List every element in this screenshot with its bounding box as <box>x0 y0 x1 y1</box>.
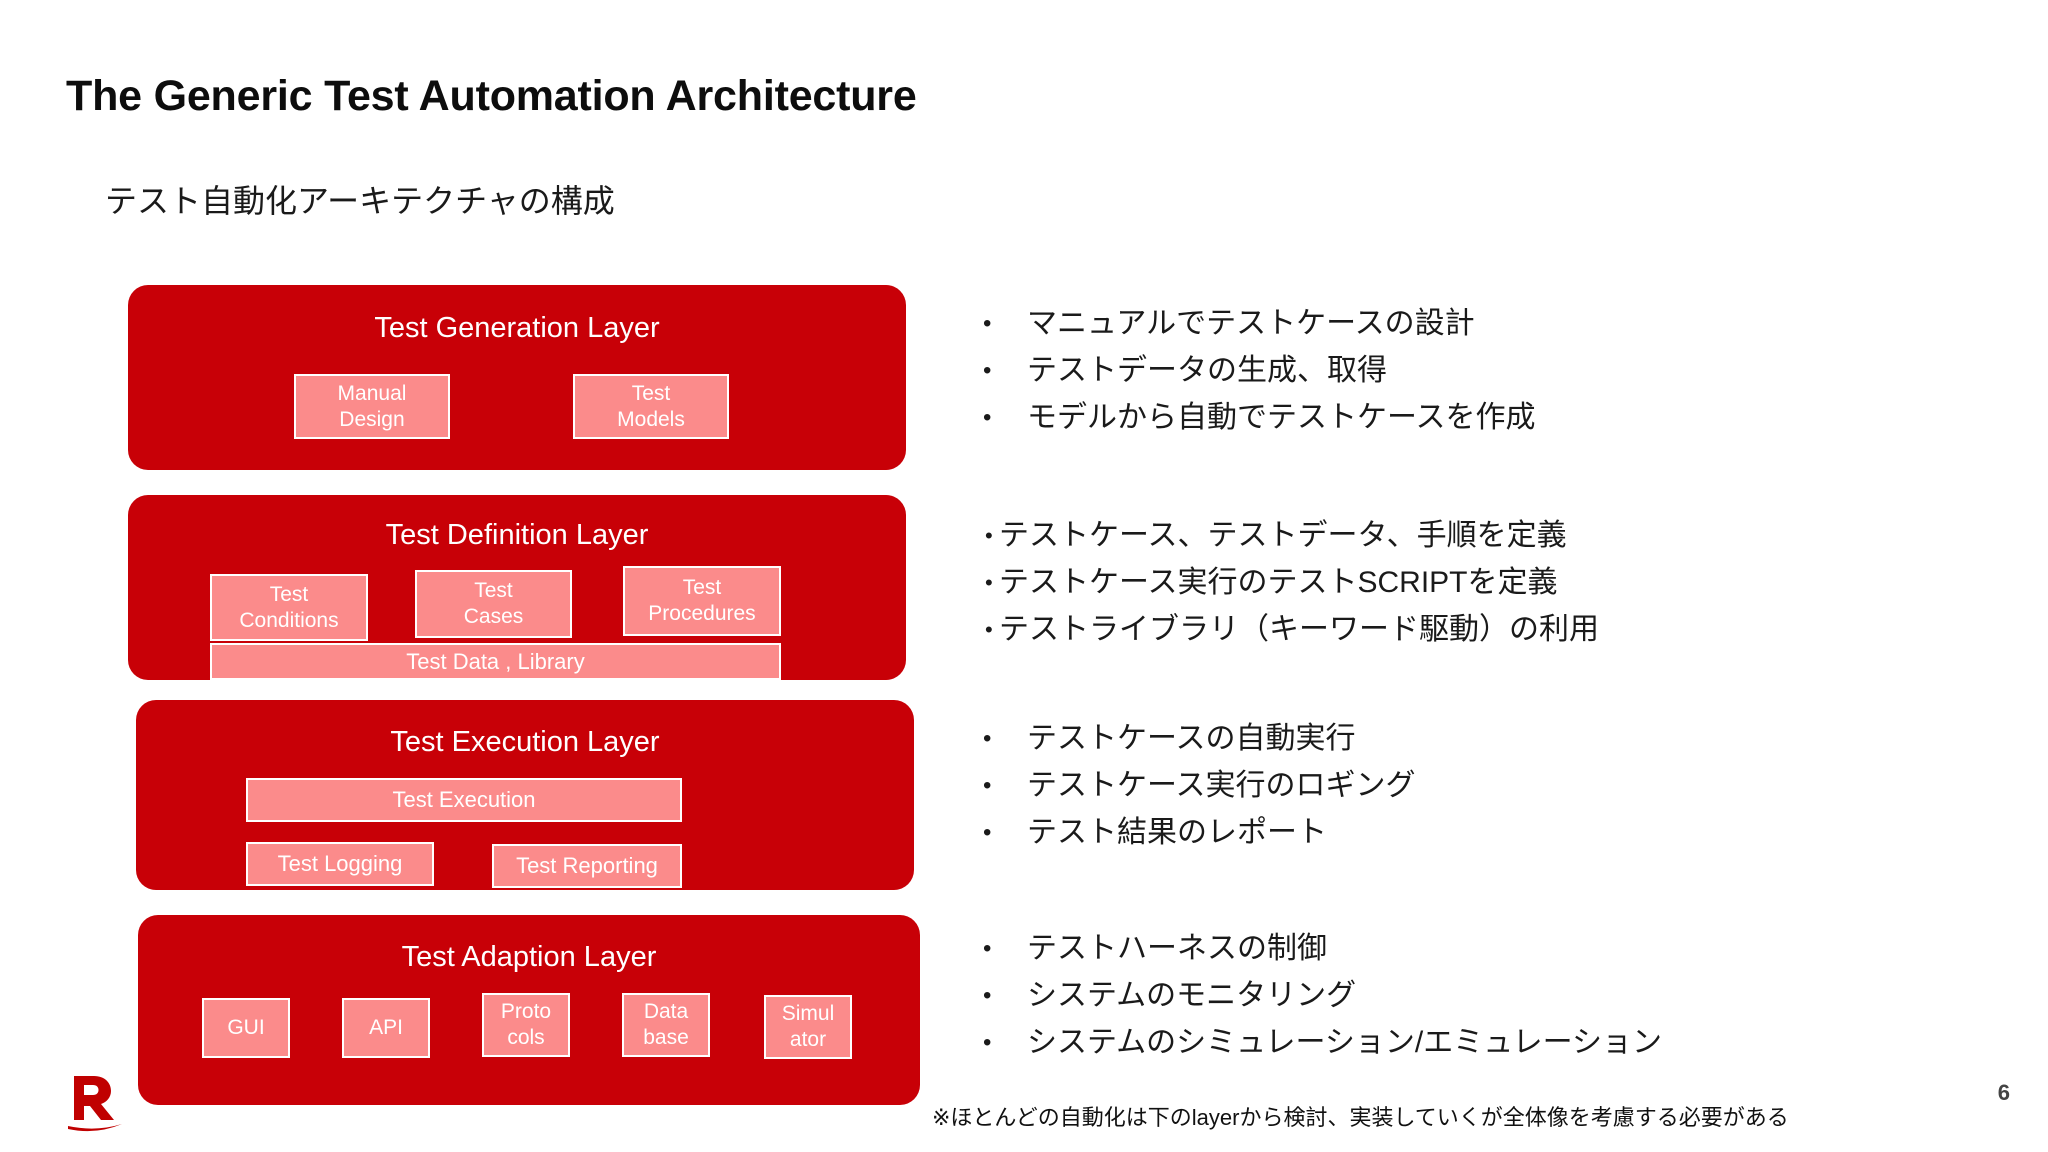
bullet-marker-icon: • <box>983 1029 992 1056</box>
layer-title: Test Adaption Layer <box>401 941 657 973</box>
subbox-manual-design: Manual Design <box>294 374 450 439</box>
footnote: ※ほとんどの自動化は下のlayerから検討、実装していくが全体像を考慮する必要が… <box>932 1105 1789 1130</box>
subbox-test-conditions: Test Conditions <box>210 574 368 641</box>
subbox-test-logging: Test Logging <box>246 842 434 886</box>
list-item: • テスト結果のレポート <box>983 809 1416 856</box>
list-item: • テストケース、テストデータ、手順を定義 <box>985 512 1599 559</box>
list-item: • テストライブラリ（キーワード駆動）の利用 <box>985 606 1599 653</box>
subbox-test-procedures: Test Procedures <box>623 566 781 636</box>
list-item: • モデルから自動でテストケースを作成 <box>983 394 1536 441</box>
bullet-group-definition: • テストケース、テストデータ、手順を定義 • テストケース実行のテストSCRI… <box>985 512 1599 653</box>
bullet-marker-icon: • <box>985 523 993 548</box>
list-item-label: テストケースの自動実行 <box>1027 722 1356 755</box>
page-subtitle: テスト自動化アーキテクチャの構成 <box>105 183 615 219</box>
layer-title: Test Generation Layer <box>374 312 660 344</box>
bullet-marker-icon: • <box>983 982 992 1009</box>
subbox-test-data-library: Test Data , Library <box>210 643 781 680</box>
list-item-label: システムのシミュレーション/エミュレーション <box>1027 1026 1663 1059</box>
rakuten-r-logo <box>68 1076 122 1132</box>
bullet-marker-icon: • <box>983 935 992 962</box>
list-item: • テストケースの自動実行 <box>983 715 1416 762</box>
bullet-marker-icon: • <box>983 310 992 337</box>
subbox-test-reporting: Test Reporting <box>492 844 682 888</box>
subbox-gui: GUI <box>202 998 290 1058</box>
layer-test-generation: Test Generation Layer Manual Design Test… <box>128 285 906 470</box>
list-item: • テストケース実行のテストSCRIPTを定義 <box>985 559 1599 606</box>
layer-title: Test Definition Layer <box>385 519 649 551</box>
bullet-marker-icon: • <box>983 404 992 431</box>
page-number: 6 <box>1997 1080 2010 1105</box>
bullet-marker-icon: • <box>983 819 992 846</box>
subbox-test-execution: Test Execution <box>246 778 682 822</box>
list-item-label: テスト結果のレポート <box>1027 816 1327 849</box>
bullet-group-execution: • テストケースの自動実行 • テストケース実行のロギング • テスト結果のレポ… <box>983 715 1416 856</box>
list-item-label: テストケース、テストデータ、手順を定義 <box>999 519 1567 552</box>
bullet-marker-icon: • <box>983 772 992 799</box>
list-item: • テストケース実行のロギング <box>983 762 1416 809</box>
list-item-label: テストケース実行のテストSCRIPTを定義 <box>999 566 1558 599</box>
bullet-group-generation: • マニュアルでテストケースの設計 • テストデータの生成、取得 • モデルから… <box>983 300 1536 441</box>
list-item: • マニュアルでテストケースの設計 <box>983 300 1536 347</box>
list-item-label: テストケース実行のロギング <box>1027 769 1416 802</box>
page-title: The Generic Test Automation Architecture <box>66 72 917 120</box>
list-item-label: モデルから自動でテストケースを作成 <box>1027 401 1536 434</box>
layer-test-definition: Test Definition Layer Test Conditions Te… <box>128 495 906 680</box>
subbox-simulator: Simul ator <box>764 995 852 1059</box>
subbox-protocols: Proto cols <box>482 993 570 1057</box>
list-item: • テストデータの生成、取得 <box>983 347 1536 394</box>
subbox-test-models: Test Models <box>573 374 729 439</box>
list-item-label: テストハーネスの制御 <box>1027 932 1327 965</box>
list-item: • システムのモニタリング <box>983 972 1662 1019</box>
list-item-label: テストデータの生成、取得 <box>1027 354 1387 387</box>
bullet-group-adaption: • テストハーネスの制御 • システムのモニタリング • システムのシミュレーシ… <box>983 925 1662 1066</box>
bullet-marker-icon: • <box>983 357 992 384</box>
list-item-label: テストライブラリ（キーワード駆動）の利用 <box>999 613 1599 646</box>
list-item: • システムのシミュレーション/エミュレーション <box>983 1019 1662 1066</box>
layer-test-adaption: Test Adaption Layer GUI API Proto cols D… <box>138 915 920 1105</box>
list-item-label: システムのモニタリング <box>1027 979 1357 1012</box>
subbox-api: API <box>342 998 430 1058</box>
list-item: • テストハーネスの制御 <box>983 925 1662 972</box>
bullet-marker-icon: • <box>985 570 993 595</box>
list-item-label: マニュアルでテストケースの設計 <box>1027 307 1475 340</box>
subbox-database: Data base <box>622 993 710 1057</box>
bullet-marker-icon: • <box>985 617 993 642</box>
layer-test-execution: Test Execution Layer Test Execution Test… <box>136 700 914 890</box>
bullet-marker-icon: • <box>983 725 992 752</box>
layer-title: Test Execution Layer <box>390 726 660 758</box>
subbox-test-cases: Test Cases <box>415 570 572 638</box>
